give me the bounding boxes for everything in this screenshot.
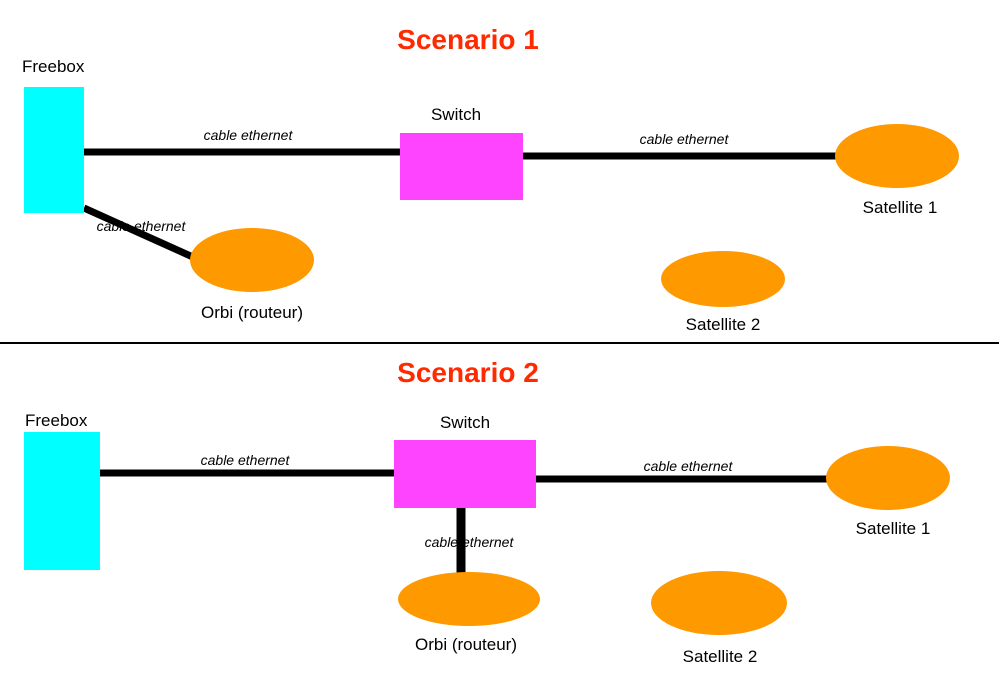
freebox-box bbox=[24, 432, 100, 570]
scenario-2: Scenario 2 Freebox Switch Orbi (routeur)… bbox=[24, 357, 950, 666]
cable-label-freebox-switch: cable ethernet bbox=[204, 127, 294, 143]
satellite-1-node bbox=[826, 446, 950, 510]
cable-label-switch-satellite-1: cable ethernet bbox=[640, 131, 730, 147]
cable-label-switch-satellite-1: cable ethernet bbox=[644, 458, 734, 474]
scenario-1: Scenario 1 Freebox Switch Orbi (routeur)… bbox=[22, 24, 959, 334]
satellite-2-label: Satellite 2 bbox=[686, 315, 761, 334]
freebox-box bbox=[24, 87, 84, 213]
freebox-label: Freebox bbox=[22, 57, 85, 76]
cable-label-switch-orbi: cable ethernet bbox=[425, 534, 515, 550]
orbi-router-node bbox=[398, 572, 540, 626]
switch-box bbox=[400, 133, 523, 200]
orbi-router-label: Orbi (routeur) bbox=[201, 303, 303, 322]
switch-label: Switch bbox=[431, 105, 481, 124]
orbi-router-label: Orbi (routeur) bbox=[415, 635, 517, 654]
cable-freebox-orbi bbox=[82, 204, 197, 262]
satellite-2-node bbox=[661, 251, 785, 307]
cable-label-freebox-switch: cable ethernet bbox=[201, 452, 291, 468]
switch-label: Switch bbox=[440, 413, 490, 432]
scenario-2-title: Scenario 2 bbox=[397, 357, 539, 388]
satellite-2-label: Satellite 2 bbox=[683, 647, 758, 666]
orbi-router-node bbox=[190, 228, 314, 292]
scenario-1-title: Scenario 1 bbox=[397, 24, 539, 55]
satellite-1-node bbox=[835, 124, 959, 188]
satellite-2-node bbox=[651, 571, 787, 635]
satellite-1-label: Satellite 1 bbox=[863, 198, 938, 217]
cable-label-freebox-orbi: cable ethernet bbox=[97, 218, 187, 234]
satellite-1-label: Satellite 1 bbox=[856, 519, 931, 538]
freebox-label: Freebox bbox=[25, 411, 88, 430]
switch-box bbox=[394, 440, 536, 508]
